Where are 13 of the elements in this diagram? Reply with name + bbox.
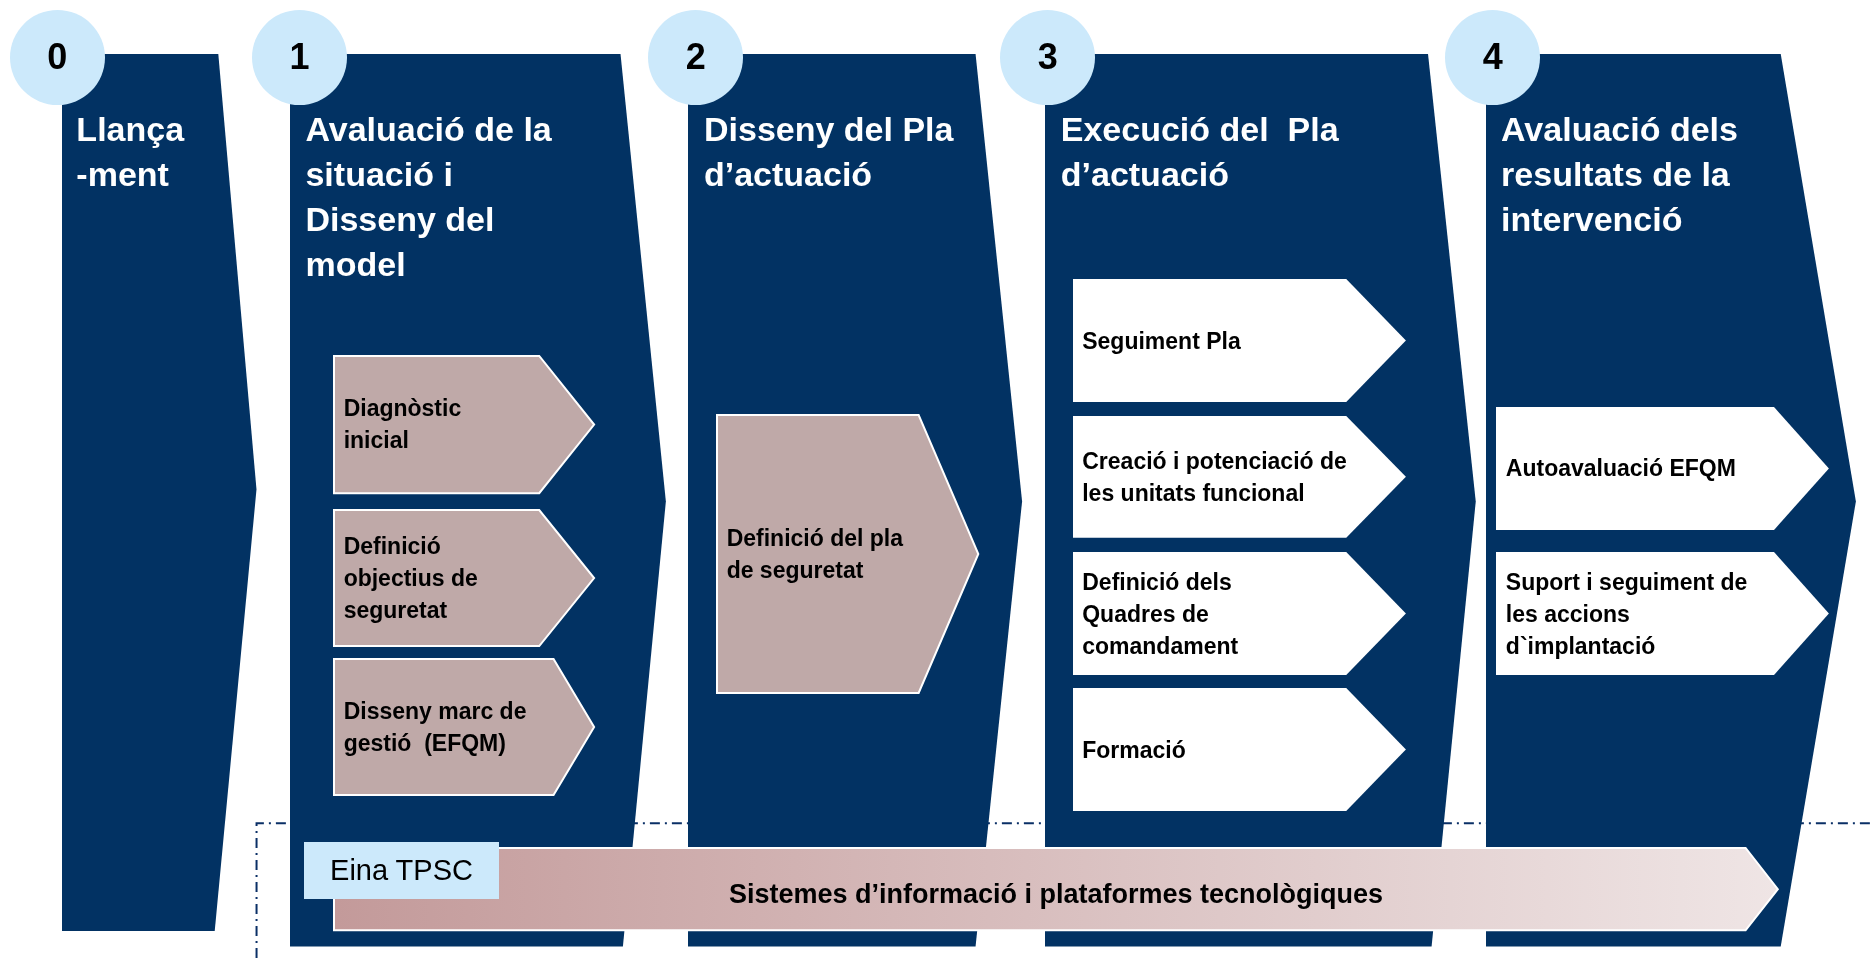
phase-number-circle: 1 [251,9,348,105]
step-pentagon: Creació i potenciació de les unitats funcional [1072,416,1406,539]
phase-heading: Llança -ment [76,109,186,196]
phase-number-circle: 2 [647,9,744,105]
phase-heading: Disseny del Pla d’actuació [704,109,955,196]
phase-heading: Execució del Pla d’actuació [1060,109,1340,196]
phase-number-circle: 4 [1445,9,1541,105]
step-pentagon: Suport i seguiment de les accions d`implantació [1496,552,1830,676]
step-pentagon: Disseny marc de gestió (EFQM) [334,658,595,795]
phase-number-circle: 3 [999,9,1096,105]
phase-heading: Avaluació de la situació i Disseny del model [305,109,553,286]
phase-heading: Avaluació dels resultats de la intervenció [1501,109,1739,241]
phase-number-circle: 0 [9,9,105,105]
